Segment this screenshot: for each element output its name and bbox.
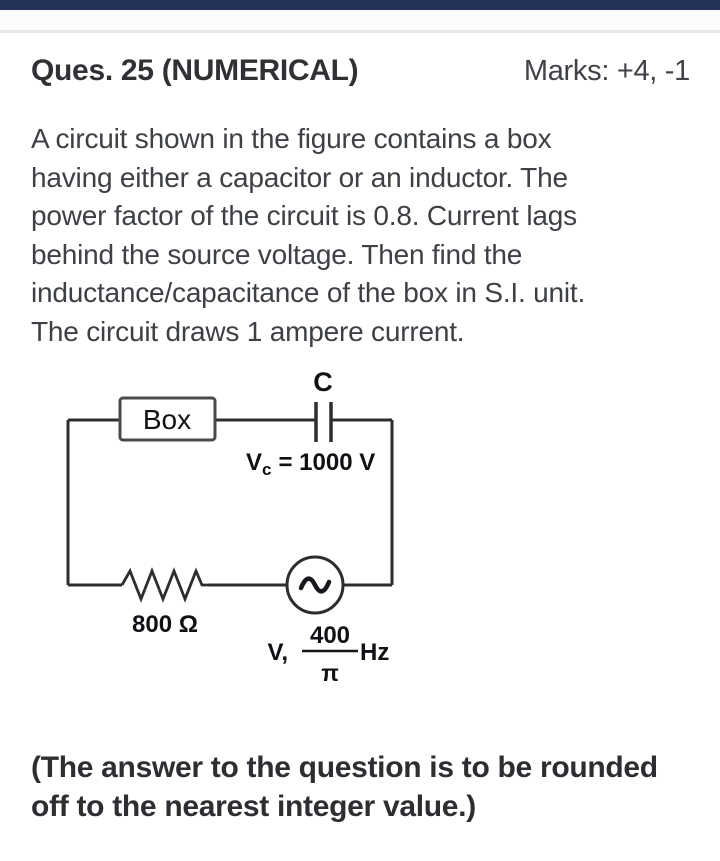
capacitor-label: C — [313, 367, 333, 397]
capacitor-voltage-label: Vc = 1000 V — [246, 449, 375, 479]
voltage-subscript: c — [262, 460, 271, 479]
question-line: inductance/capacitance of the box in S.I… — [31, 277, 586, 308]
answer-note-line: (The answer to the question is to be rou… — [31, 751, 658, 784]
answer-note: (The answer to the question is to be rou… — [31, 748, 701, 826]
box-label: Box — [143, 404, 191, 435]
question-line: behind the source voltage. Then find the — [31, 238, 523, 270]
resistor-label: 800 Ω — [132, 611, 198, 638]
box-component — [118, 396, 217, 442]
freq-numerator: 400 — [310, 622, 350, 649]
circuit-wires — [66, 418, 394, 587]
source-voltage-label: V, — [268, 639, 288, 666]
question-header: Ques. 25 (NUMERICAL) Marks: +4, -1 — [31, 54, 690, 88]
question-title: Ques. 25 (NUMERICAL) — [31, 54, 359, 87]
answer-note-line: off to the nearest integer value.) — [31, 790, 476, 823]
circuit-figure: Box C Vc = 1000 V 800 Ω V, 400 π Hz — [66, 367, 394, 686]
marks-label: Marks: +4, -1 — [523, 55, 690, 87]
ac-source-icon — [285, 555, 345, 615]
question-line: A circuit shown in the figure contains a… — [31, 123, 552, 154]
voltage-value: = 1000 V — [278, 449, 375, 476]
app-top-bar — [0, 0, 720, 10]
tilde-icon — [298, 576, 332, 594]
resistor-icon — [120, 567, 208, 603]
question-line: The circuit draws 1 ampere current. — [31, 315, 465, 347]
question-line: having either a capacitor or an inductor… — [31, 161, 568, 193]
voltage-symbol: V — [246, 449, 262, 476]
freq-denominator: π — [321, 660, 339, 686]
header-divider — [0, 30, 720, 33]
question-text: A circuit shown in the figure contains a… — [31, 120, 701, 351]
header-background — [0, 10, 720, 30]
question-line: power factor of the circuit is 0.8. Curr… — [31, 200, 577, 231]
freq-unit: Hz — [360, 639, 389, 666]
capacitor-icon — [314, 402, 333, 442]
